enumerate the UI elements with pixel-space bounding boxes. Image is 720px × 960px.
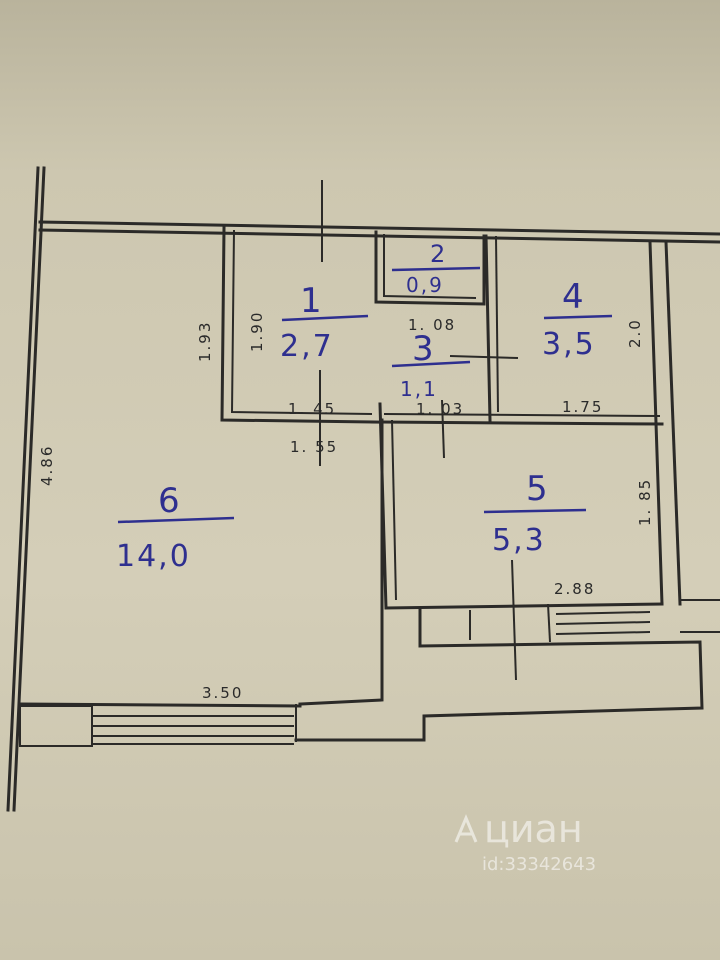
room-area: 5,3 xyxy=(492,523,546,558)
room6-bottom-wall xyxy=(18,702,302,708)
room1-outline xyxy=(220,226,374,424)
cian-logo-icon xyxy=(454,814,478,843)
dim-corridor-width: 1. 55 xyxy=(290,438,338,456)
dim-room2-width: 1. 08 xyxy=(408,316,456,334)
dim-room5-height: 1. 85 xyxy=(636,478,654,526)
dim-room1-outer-height: 1.93 xyxy=(196,321,214,362)
left-outer-wall xyxy=(6,166,40,812)
room-area: 1,1 xyxy=(400,377,438,401)
left-outer-wall-inner xyxy=(12,166,46,812)
room-number: 5 xyxy=(526,469,548,509)
section-mark xyxy=(511,559,517,681)
dim-room6-width: 3.50 xyxy=(202,684,243,702)
window-line xyxy=(555,621,651,625)
room2-outline-inner xyxy=(383,234,477,299)
room-number: 6 xyxy=(158,481,180,521)
room-area: 2,7 xyxy=(280,329,334,364)
room5-left-inner xyxy=(391,419,397,601)
room-3-label: 3 1,1 xyxy=(391,329,471,401)
dim-room1-inner-height: 1.90 xyxy=(248,311,266,352)
room-number: 4 xyxy=(562,277,584,317)
corridor-top-wall-inner xyxy=(383,413,661,417)
watermark-brand: циан xyxy=(484,807,583,851)
dim-room3-width: 1. 03 xyxy=(416,400,464,418)
room-6-label: 6 14,0 xyxy=(116,481,235,574)
room-area: 14,0 xyxy=(116,539,191,574)
window-line xyxy=(555,611,651,615)
room1-outline-inner xyxy=(230,229,373,415)
top-wall xyxy=(38,220,720,236)
room-number: 3 xyxy=(412,329,434,369)
room-number: 1 xyxy=(300,281,322,321)
room2-outline xyxy=(374,230,486,306)
room-area: 0,9 xyxy=(406,273,444,297)
right-wall xyxy=(648,240,664,606)
room-1-label: 1 2,7 xyxy=(280,281,369,364)
watermark: циан id:33342643 xyxy=(454,807,596,875)
room-5-label: 5 5,3 xyxy=(483,469,587,558)
bottom-left-block xyxy=(19,705,93,747)
dim-room4-height: 2.0 xyxy=(626,318,644,348)
dim-room1-width: 1. 45 xyxy=(288,400,336,418)
room5-outline xyxy=(378,402,664,610)
room-number: 2 xyxy=(430,240,445,268)
corridor-top-wall xyxy=(370,420,664,426)
right-wall-outer xyxy=(664,240,682,606)
dim-room5-width: 2.88 xyxy=(554,580,595,598)
room-2-label: 2 0,9 xyxy=(391,240,481,297)
window-line xyxy=(555,631,651,635)
dim-left-height: 4.86 xyxy=(38,445,56,486)
watermark-id: id:33342643 xyxy=(482,854,596,875)
section-mark xyxy=(449,355,519,359)
dim-room4-width: 1.75 xyxy=(562,398,603,416)
partition-3-4-inner xyxy=(495,235,499,413)
room-area: 3,5 xyxy=(542,327,596,362)
balcony-window-left xyxy=(547,603,551,643)
top-wall-inner xyxy=(38,228,720,244)
room6-right-wall xyxy=(298,418,384,706)
balcony-outline xyxy=(294,608,704,742)
section-mark xyxy=(441,399,445,459)
room-4-label: 4 3,5 xyxy=(542,277,613,362)
partition-3-4 xyxy=(484,234,492,422)
